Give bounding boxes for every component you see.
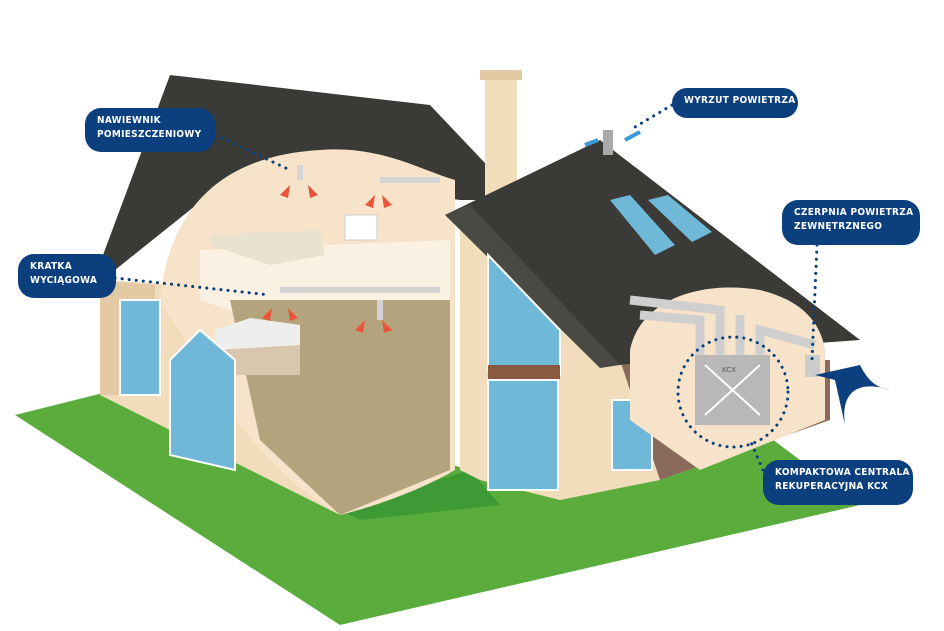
label-line: POMIESZCZENIOWY [97, 129, 202, 140]
skylight [610, 195, 675, 255]
label-line: WYRZUT POWIETRZA [684, 95, 796, 106]
label-line: CZERPNIA POWIETRZA [794, 207, 914, 218]
skylight [648, 195, 712, 242]
label-air-outlet: WYRZUT POWIETRZA [672, 88, 798, 118]
label-line: ZEWNĘTRZNEGO [794, 221, 883, 232]
label-line: NAWIEWNIK [97, 115, 161, 126]
label-recuperator: KOMPAKTOWA CENTRALA REKUPERACYJNA KCX [763, 460, 913, 505]
intake-grille [805, 355, 820, 377]
leader-lines [113, 103, 819, 472]
label-air-intake: CZERPNIA POWIETRZA ZEWNĘTRZNEGO [782, 200, 920, 245]
label-line: KOMPAKTOWA CENTRALA [775, 467, 910, 478]
label-supply-vent: NAWIEWNIK POMIESZCZENIOWY [85, 108, 215, 152]
label-line: REKUPERACYJNA KCX [775, 481, 889, 492]
unit-logo: KCX [722, 366, 736, 374]
intake-arrow [815, 365, 890, 425]
supply-air-arrows [262, 185, 392, 333]
left-windows [119, 299, 236, 472]
roof-outlet [603, 130, 613, 155]
label-line: KRATKA [30, 261, 72, 272]
label-line: WYCIĄGOWA [30, 275, 98, 286]
label-exhaust-grille: KRATKA WYCIĄGOWA [18, 254, 116, 298]
